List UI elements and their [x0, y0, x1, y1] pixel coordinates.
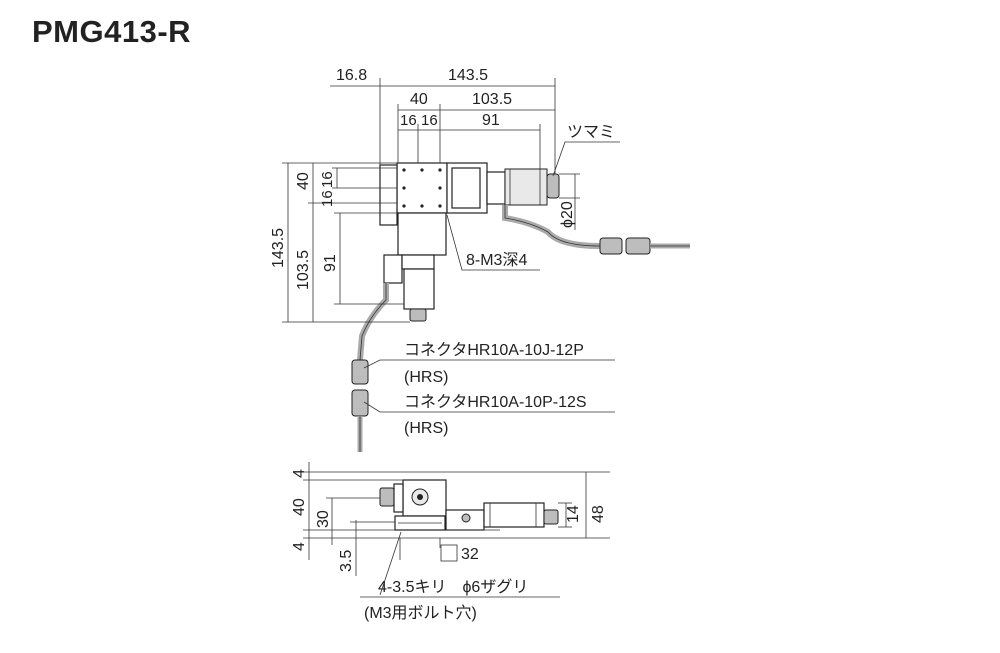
callout-side-holes: 4-3.5キリ ϕ6ザグリ	[378, 578, 528, 596]
side-motor	[483, 502, 545, 528]
callout-connector-p: コネクタHR10A-10P-12S	[404, 393, 587, 411]
dim-side-30: 30	[315, 510, 332, 528]
dim-103-5-horizontal: 103.5	[472, 91, 512, 108]
side-view-dimensions	[303, 462, 610, 598]
dim-91-vertical: 91	[322, 254, 339, 272]
dim-side-48: 48	[590, 505, 607, 523]
dim-side-3-5: 3.5	[338, 550, 355, 572]
dim-103-5-vertical: 103.5	[295, 250, 312, 290]
dim-91-horizontal: 91	[482, 112, 500, 129]
top-view-drawing	[351, 162, 690, 452]
side-view-drawing	[379, 479, 559, 531]
y-knob	[409, 308, 427, 322]
y-cable-connector-j	[351, 359, 369, 385]
dim-phi20: ϕ20	[559, 201, 576, 228]
callout-connector-j: コネクタHR10A-10J-12P	[404, 341, 584, 359]
dim-40-horizontal: 40	[410, 91, 428, 108]
dim-16-8: 16.8	[336, 67, 367, 84]
callout-connector-j-maker: (HRS)	[404, 369, 448, 386]
x-cable-connector-p	[625, 237, 651, 255]
callout-connector-p-maker: (HRS)	[404, 420, 448, 437]
y-motor	[403, 268, 435, 310]
dim-16a-horizontal: 16	[400, 112, 417, 129]
callout-tapped-holes: 8-M3深4	[466, 251, 527, 269]
dim-40-vertical: 40	[295, 172, 312, 190]
dim-side-square-32: 32	[461, 546, 479, 563]
dim-side-4-bottom: 4	[291, 542, 308, 551]
dim-side-40: 40	[291, 498, 308, 516]
page-title: PMG413-R	[32, 14, 192, 49]
dim-16b-vertical: 16	[319, 190, 336, 207]
y-stage-body	[397, 212, 447, 256]
callout-knob: ツマミ	[567, 124, 615, 141]
callout-side-bolt-holes: (M3用ボルト穴)	[364, 604, 477, 622]
x-cable-connector-j	[599, 237, 623, 255]
dim-143-5-vertical: 143.5	[270, 228, 287, 268]
x-motor-coupling	[486, 171, 506, 205]
x-motor	[504, 168, 548, 206]
dim-16a-vertical: 16	[319, 171, 336, 188]
knob	[546, 173, 560, 199]
dim-side-14: 14	[565, 505, 582, 523]
dim-side-4-top: 4	[291, 469, 308, 478]
dim-16b-horizontal: 16	[421, 112, 438, 129]
top-view-dimensions	[282, 78, 620, 413]
x-stage-base-side	[379, 164, 398, 226]
dim-143-5-horizontal: 143.5	[448, 67, 488, 84]
